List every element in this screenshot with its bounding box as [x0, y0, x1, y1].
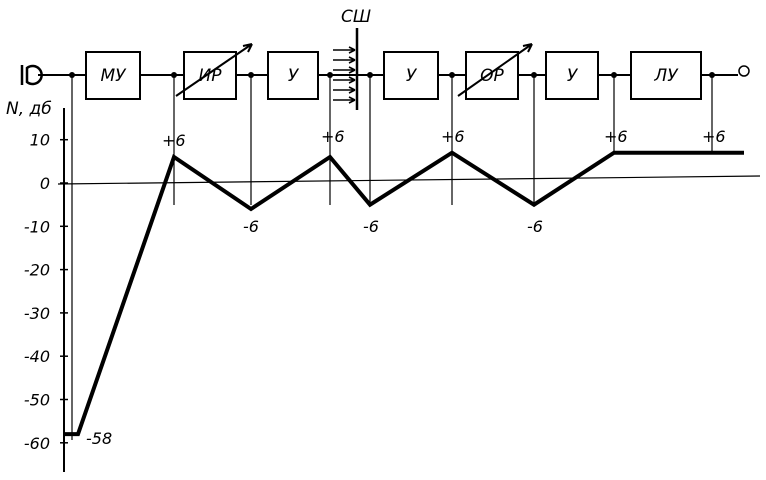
chart-axes	[57, 108, 761, 472]
block-label-u2: У	[406, 66, 418, 86]
level-label: -6	[527, 217, 543, 236]
block-label-ir: ИР	[199, 66, 223, 86]
signal-chain	[20, 28, 750, 110]
level-label: +6	[441, 127, 465, 146]
level-label: -6	[363, 217, 379, 236]
y-tick-label: -10	[24, 217, 50, 236]
level-label: -6	[243, 217, 259, 236]
block-lu	[630, 51, 702, 100]
block-label-u3: У	[567, 66, 579, 86]
y-tick-label: -20	[24, 261, 50, 280]
block-ir	[183, 51, 237, 100]
block-label-u1: У	[288, 66, 300, 86]
block-or	[465, 51, 519, 100]
regulator-arrow-icon	[175, 43, 253, 97]
block-labels: МУ ИР У У ОР У ЛУ	[100, 66, 679, 86]
block-label-mu: МУ	[100, 66, 127, 86]
noise-arrows	[333, 46, 356, 104]
level-label: +6	[321, 127, 345, 146]
level-profile-line	[64, 150, 744, 437]
y-tick-label: -30	[24, 304, 50, 323]
y-tick-label: -40	[24, 347, 50, 366]
level-label: +6	[162, 131, 186, 150]
block-label-lu: ЛУ	[653, 66, 679, 86]
block-label-or: ОР	[480, 66, 504, 86]
level-labels: -58 +6 -6 +6 -6 +6 -6 +6 +6	[86, 127, 726, 448]
y-tick-label: 0	[40, 174, 50, 193]
noise-bus-label: СШ	[341, 7, 371, 27]
measurement-lines	[71, 75, 713, 440]
block-mu	[85, 51, 141, 100]
level-label: +6	[702, 127, 726, 146]
level-label: +6	[604, 127, 628, 146]
microphone-icon	[20, 64, 43, 86]
output-terminal	[738, 65, 750, 77]
y-tick-label: -50	[24, 391, 50, 410]
y-axis-title: N, дб	[6, 99, 52, 119]
y-ticks: 10 0 -10 -20 -30 -40 -50 -60	[24, 131, 68, 453]
block-u1	[267, 51, 319, 100]
block-u3	[545, 51, 599, 100]
level-label: -58	[86, 429, 112, 448]
y-tick-label: -60	[24, 434, 50, 453]
block-u2	[383, 51, 439, 100]
regulator-arrow-icon	[457, 43, 533, 97]
y-tick-label: 10	[30, 131, 50, 150]
